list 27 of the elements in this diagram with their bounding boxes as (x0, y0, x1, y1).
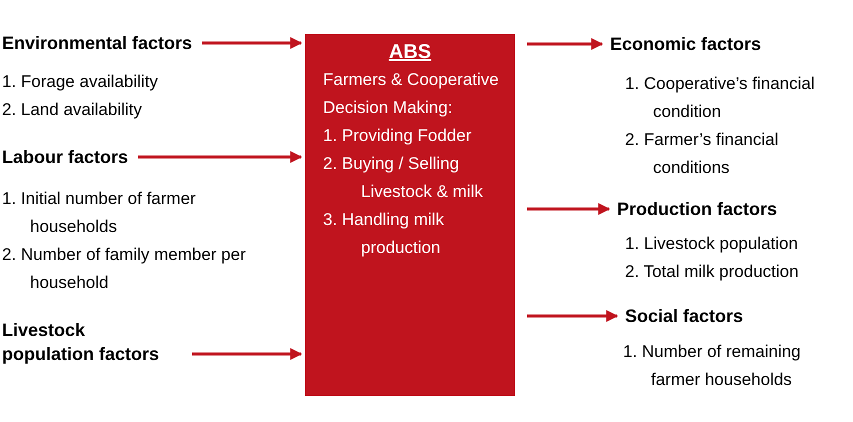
arrow (138, 151, 302, 163)
factor-heading: Social factors (625, 304, 744, 328)
list-item: 1. Forage availability (2, 71, 159, 93)
factor-heading: Livestock population factors (2, 318, 182, 366)
list-item: 2. Total milk production (625, 261, 800, 283)
list-item: 1. Initial number of farmer households (2, 188, 197, 238)
arrow (202, 37, 302, 49)
list-item: 2. Land availability (2, 99, 143, 121)
arrow (527, 310, 618, 322)
list-item: 1. Cooperative’s financial condition (625, 73, 816, 123)
arrow (527, 203, 610, 215)
list-item: 2. Buying / Selling Livestock & milk (323, 153, 484, 203)
arrow (192, 348, 302, 360)
factor-heading: Production factors (617, 197, 778, 221)
factor-heading: Economic factors (610, 32, 762, 56)
list-item: 2. Farmer’s financial conditions (625, 129, 780, 179)
list-item: 3. Handling milk production (323, 209, 445, 259)
decision-box (305, 34, 515, 396)
list-item: 2. Number of family member per household (2, 244, 247, 294)
factor-heading: Labour factors (2, 145, 128, 169)
list-item: 1. Livestock population (625, 233, 799, 255)
arrow (527, 38, 604, 50)
factor-heading: Environmental factors (2, 31, 192, 55)
box-heading: Farmers & Cooperative Decision Making: (323, 69, 500, 119)
box-title: ABS (388, 40, 432, 65)
list-item: 1. Number of remaining farmer households (623, 341, 802, 391)
list-item: 1. Providing Fodder (323, 125, 472, 147)
